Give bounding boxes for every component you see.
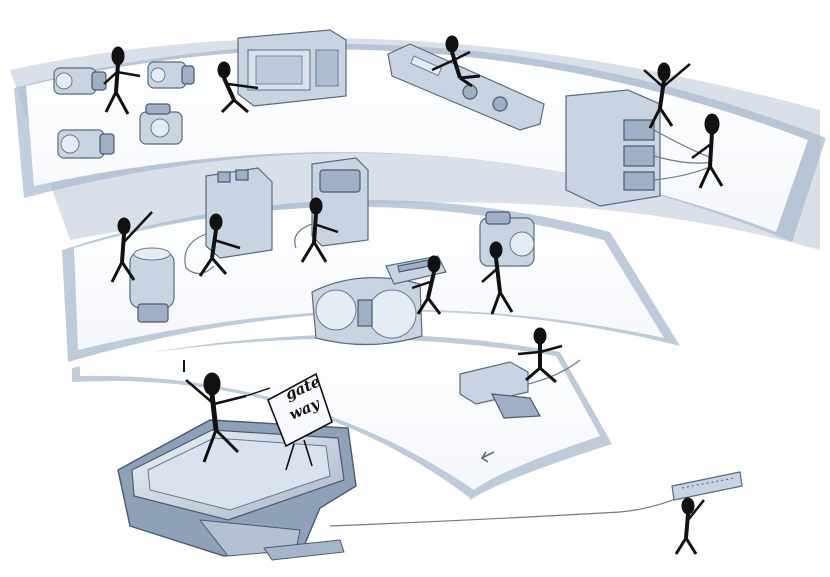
stick-figure-ecu-1 (198, 213, 241, 277)
engine-control-unit-2 (294, 157, 369, 249)
fuse-relay-box (565, 89, 713, 207)
stick-figure-connector (674, 497, 705, 555)
stick-figure-sensor (517, 327, 563, 384)
actuator-motor-1 (53, 67, 107, 95)
diagnostic-cable (329, 491, 691, 527)
abs-control-unit (479, 211, 535, 267)
climate-control-panel (387, 43, 545, 131)
arrow-mark-icon (480, 451, 495, 463)
sensor-module (459, 359, 581, 419)
gateway-base-device (117, 419, 357, 561)
stick-figure-gateway-presenter (183, 360, 271, 463)
stick-figure-radio (217, 61, 259, 114)
diagnostic-connector (671, 471, 743, 501)
stick-figure-fuse-box-1 (643, 62, 691, 129)
radio-head-unit (237, 29, 347, 107)
gateway-sign: gate way (266, 372, 333, 471)
engine-control-unit-1 (184, 167, 273, 275)
stick-figure-abs (481, 241, 514, 315)
stick-figure-cluster (411, 255, 442, 315)
stick-figure-ecu-2 (300, 197, 339, 263)
stick-figure-motors (103, 46, 141, 115)
actuator-motor-4 (139, 103, 183, 145)
instrument-cluster (311, 277, 423, 346)
power-steering-unit (129, 247, 175, 323)
stick-figure-fuse-box-2 (691, 113, 724, 189)
actuator-motor-2 (147, 61, 195, 89)
stick-figure-climate (431, 35, 481, 88)
stick-figure-steering (110, 211, 153, 283)
actuator-motor-3 (57, 129, 115, 159)
